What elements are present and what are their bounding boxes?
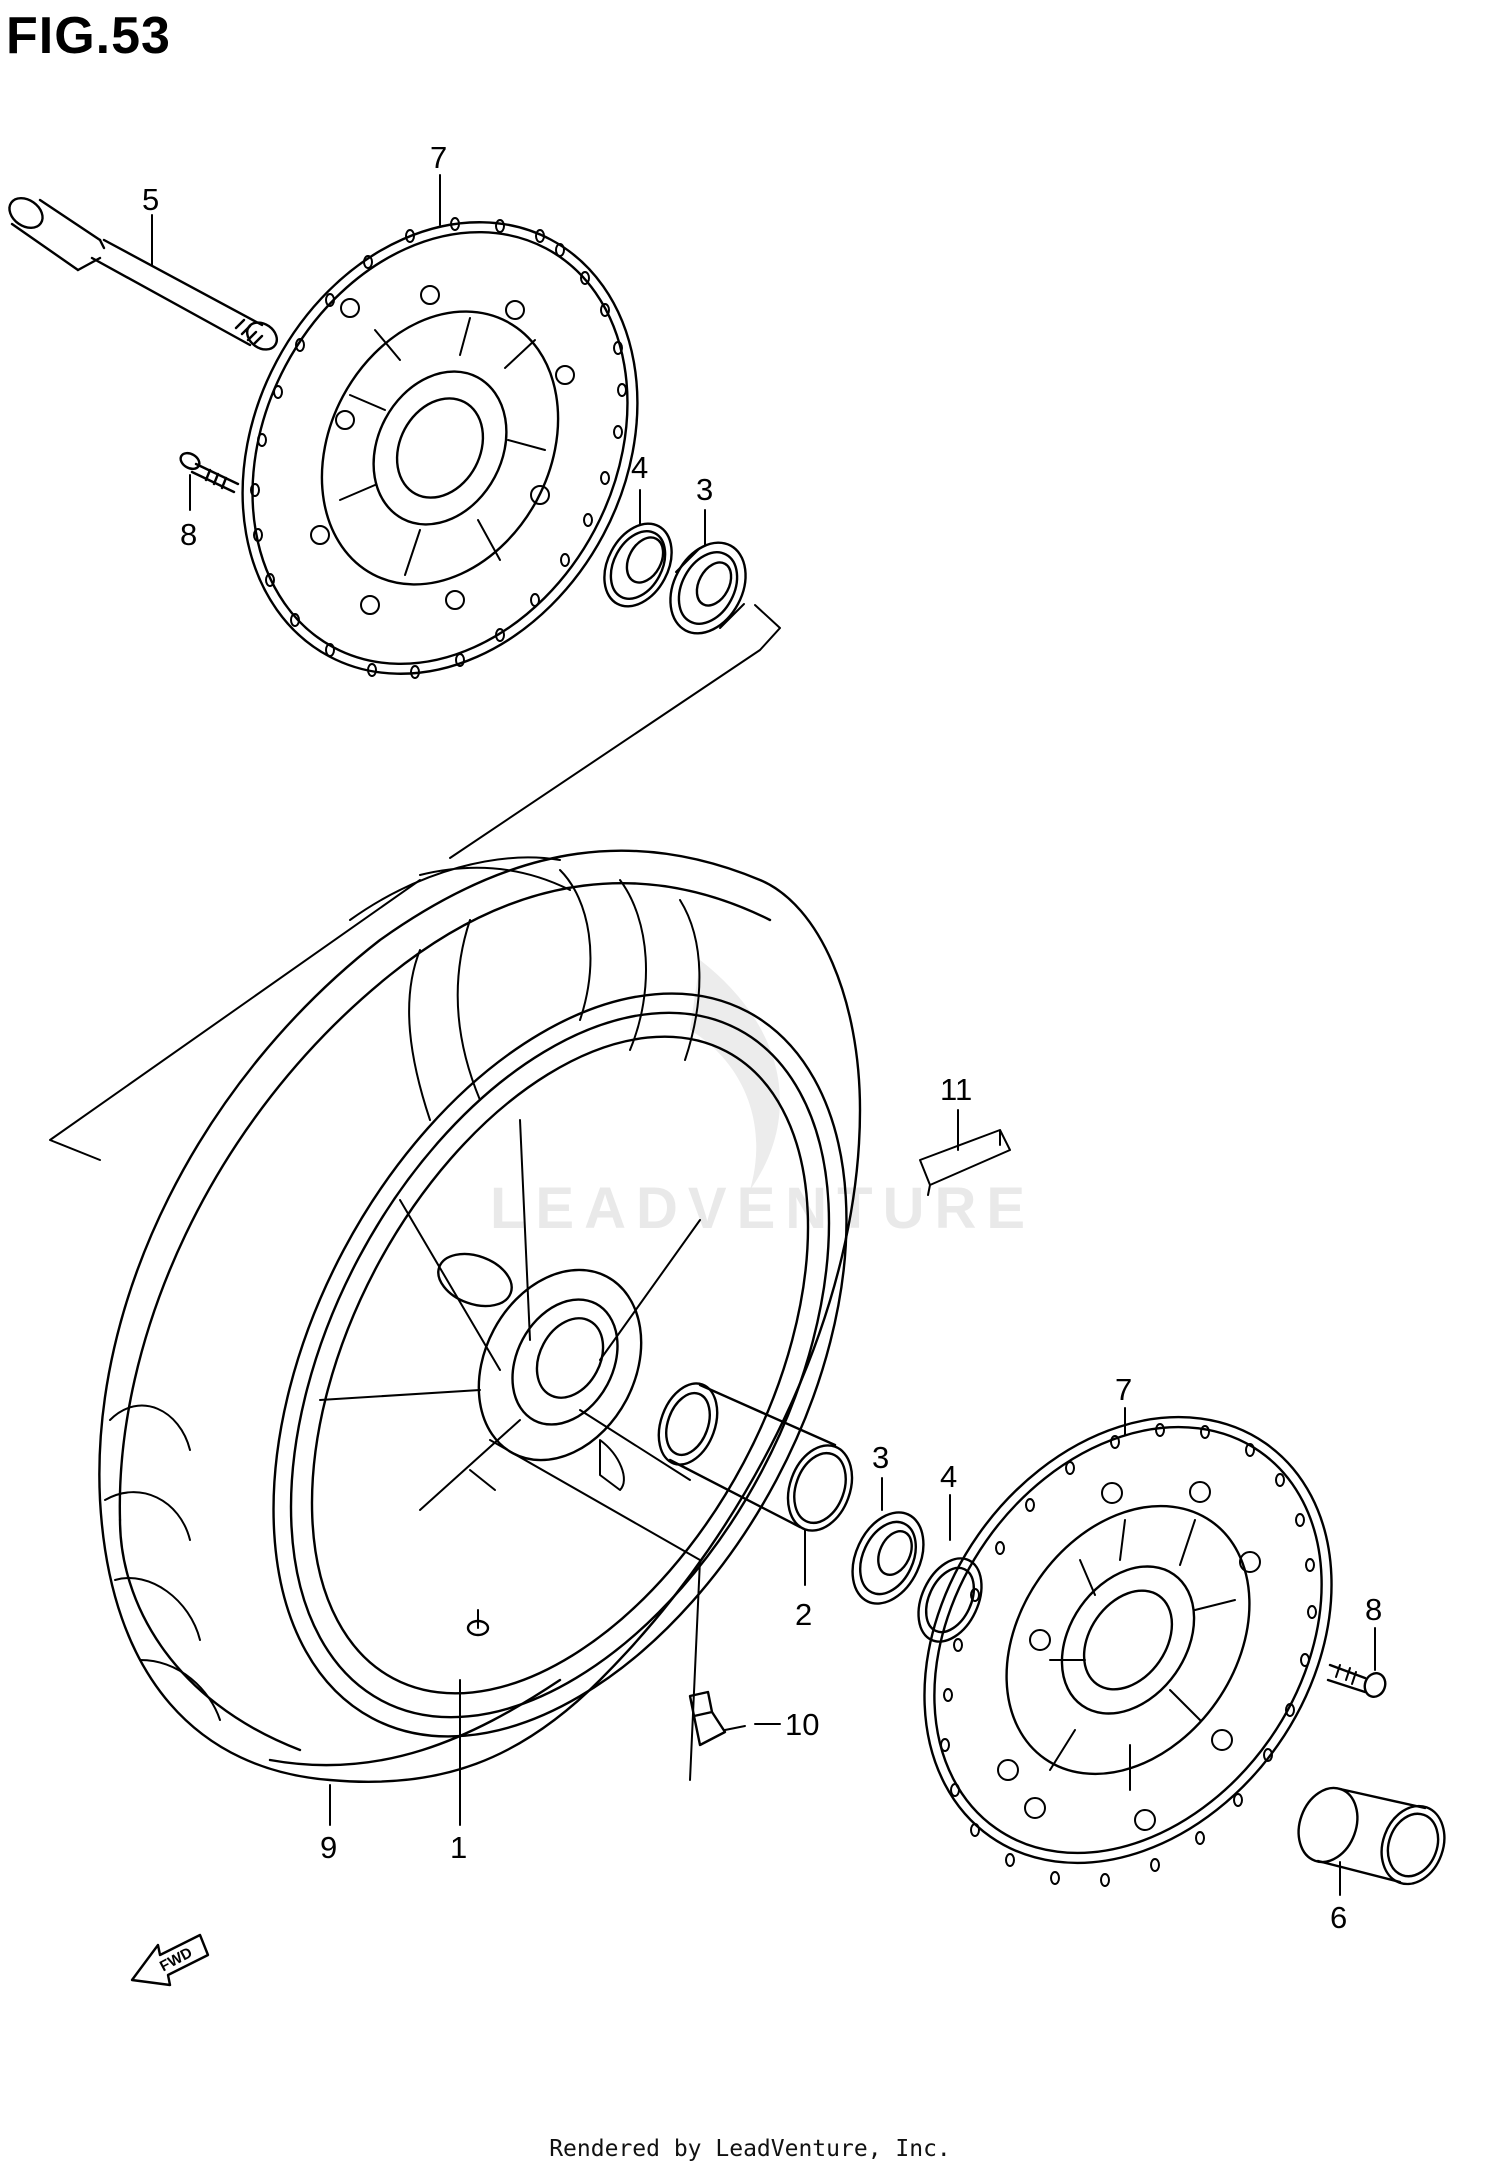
brake-disc-bottom[interactable] [840,1338,1415,1941]
callout-1: 1 [450,1830,467,1865]
callout-6: 6 [1330,1900,1347,1935]
callout-9: 9 [320,1830,337,1865]
bearing-top[interactable] [655,530,760,647]
callout-7-top: 7 [430,140,447,175]
callout-7-bottom: 7 [1115,1372,1132,1407]
disc-top-holes [310,285,575,615]
callout-2: 2 [795,1597,812,1632]
front-wheel-assembly[interactable] [98,849,964,1834]
leader-lines [151,174,1376,1896]
leadventure-watermark: LEADVENTURE [490,960,1035,1241]
callout-8-bottom: 8 [1365,1592,1382,1627]
front-axle[interactable] [4,192,282,355]
callout-11: 11 [940,1072,972,1107]
disc-bolt-top[interactable] [178,450,240,494]
disc-bottom-drillings [940,1423,1317,1887]
callout-labels: 7 5 8 4 3 11 2 3 4 7 8 10 9 1 6 [142,140,1382,1935]
spacer-collar[interactable] [1289,1780,1455,1893]
oil-seal-top[interactable] [591,512,685,618]
callout-10: 10 [785,1707,819,1742]
disc-bolt-bottom[interactable] [1326,1663,1389,1700]
disc-top-drillings [250,217,627,679]
fwd-arrow: FWD [130,1933,210,1987]
callout-5: 5 [142,182,159,217]
callout-4-top: 4 [631,450,648,485]
bearing-bottom[interactable] [839,1501,938,1615]
balance-weight[interactable] [919,1129,1011,1196]
watermark-text: LEADVENTURE [490,1176,1035,1241]
callout-3-bottom: 3 [872,1440,889,1475]
disc-bottom-holes [997,1481,1261,1831]
callout-4-bottom: 4 [940,1459,957,1494]
wheel-spacer[interactable] [648,1375,863,1539]
callout-8-top: 8 [180,517,197,552]
brake-disc-top[interactable] [166,153,714,743]
figure-title: FIG.53 [6,7,171,65]
tire-valve[interactable] [688,1690,746,1747]
footer-credit: Rendered by LeadVenture, Inc. [549,2136,951,2162]
callout-3-top: 3 [696,472,713,507]
